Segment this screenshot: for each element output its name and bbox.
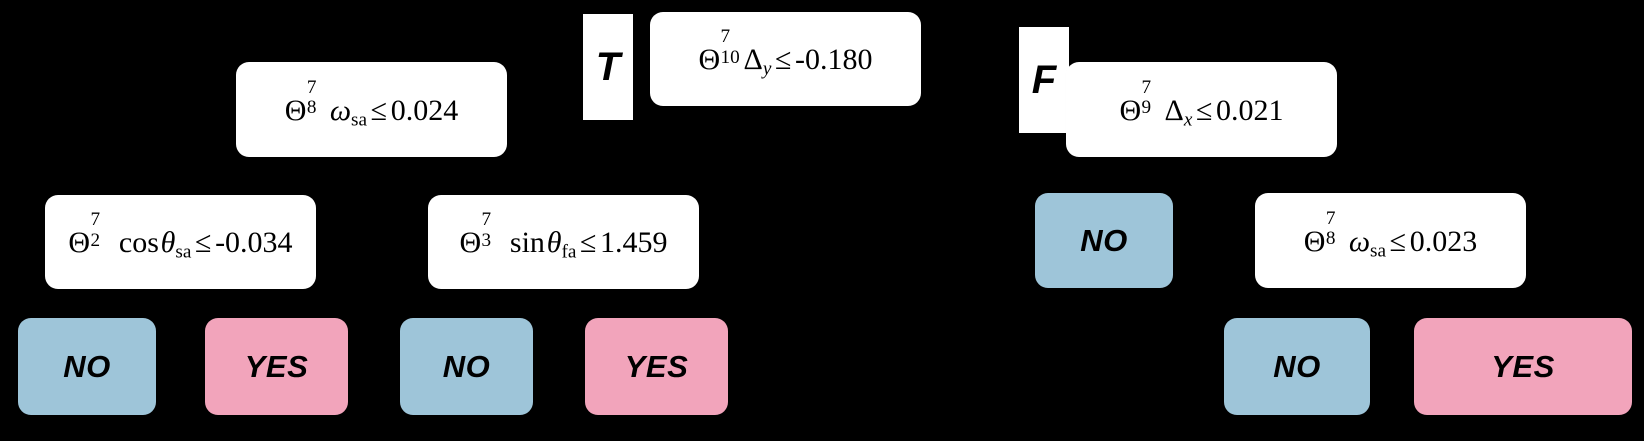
branch-label-false: F [1019, 27, 1069, 133]
leaf-node-2[interactable]: YES [205, 318, 348, 415]
right-child-threshold: 0.021 [1216, 93, 1284, 127]
right-child-relation: ≤ [1195, 93, 1213, 127]
root-theta-symbol: Θ [698, 43, 721, 77]
branch-label-true-text: T [595, 45, 621, 89]
left-left-relation: ≤ [195, 226, 212, 260]
left-right-theta-symbol: Θ [459, 226, 482, 260]
left-left-theta-symbol: Θ [68, 226, 91, 260]
left-child-threshold: 0.024 [390, 93, 459, 127]
leaf-label: NO [1080, 223, 1128, 258]
left-left-operand-subscript: sa [175, 241, 192, 263]
leaf-label: YES [1491, 349, 1555, 384]
branch-label-true: T [583, 14, 633, 120]
right-right-operand-subscript: sa [1370, 240, 1387, 262]
leaf-node-right-left[interactable]: NO [1035, 193, 1173, 288]
left-right-operand: θ [546, 226, 562, 260]
right-right-relation: ≤ [1389, 224, 1407, 258]
right-right-threshold: 0.023 [1409, 224, 1478, 258]
left-right-relation: ≤ [579, 226, 597, 260]
right-child-theta-symbol: Θ [1119, 93, 1142, 127]
left-child-theta-symbol: Θ [284, 93, 307, 127]
leaf-label: YES [244, 349, 309, 384]
left-left-operand: θ [160, 226, 176, 260]
right-child-operand: Δ [1164, 93, 1184, 127]
right-right-operand: ω [1348, 224, 1371, 258]
leaf-node-5[interactable]: NO [1224, 318, 1370, 415]
leaf-node-6[interactable]: YES [1414, 318, 1632, 415]
root-operand-subscript: y [762, 58, 772, 80]
left-right-operand-subscript: fa [561, 241, 577, 263]
leaf-label: NO [63, 349, 111, 384]
branch-label-false-text: F [1031, 58, 1057, 102]
leaf-node-4[interactable]: YES [585, 318, 728, 415]
left-child-operand-subscript: sa [351, 109, 368, 131]
root-relation: ≤ [774, 43, 792, 77]
leaf-label: NO [1273, 349, 1321, 384]
left-child-relation: ≤ [370, 93, 388, 127]
root-operand: Δ [743, 43, 763, 77]
left-left-function: cos [118, 226, 159, 260]
root-threshold: -0.180 [795, 43, 873, 77]
right-child-operand-subscript: x [1183, 109, 1193, 131]
left-child-operand: ω [329, 93, 352, 127]
left-right-function: sin [509, 226, 545, 260]
leaf-node-3[interactable]: NO [400, 318, 533, 415]
leaf-label: YES [624, 349, 689, 384]
left-right-threshold: 1.459 [600, 226, 668, 260]
leaf-label: NO [442, 349, 491, 384]
leaf-node-1[interactable]: NO [18, 318, 156, 415]
right-right-theta-symbol: Θ [1303, 224, 1326, 258]
left-left-threshold: -0.034 [215, 226, 293, 260]
